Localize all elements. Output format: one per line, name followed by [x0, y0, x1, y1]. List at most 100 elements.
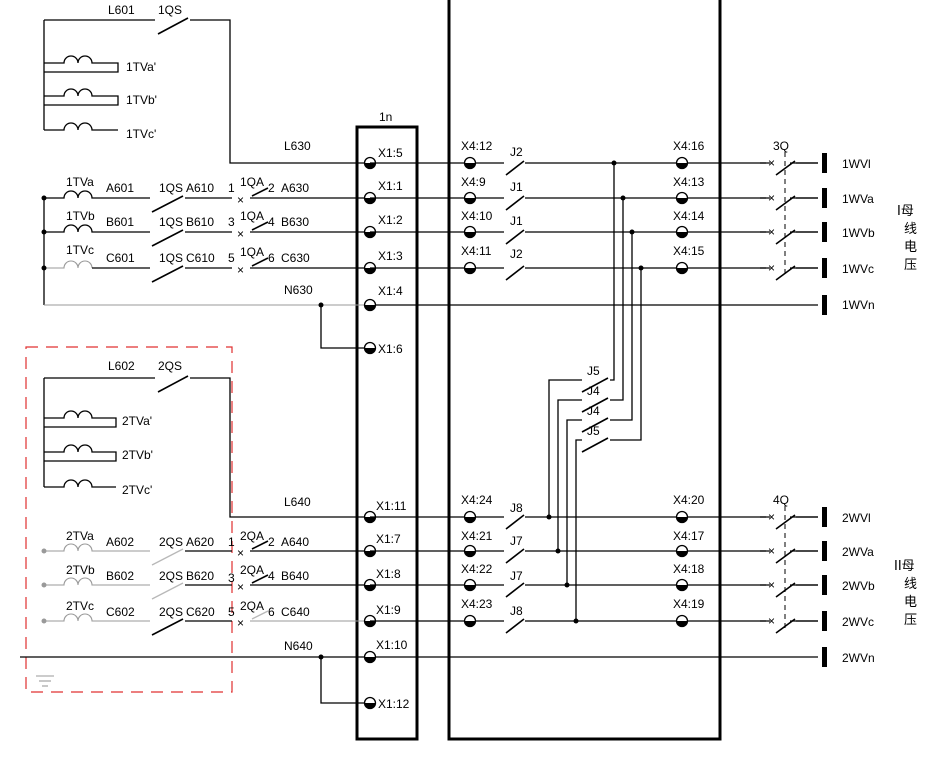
svg-text:线: 线	[904, 577, 917, 592]
bus1-b601: B601	[106, 215, 134, 229]
bus1-a601: A601	[106, 181, 134, 195]
outputs-bus1: 1WVl 1WVa 1WVb 1WVc 1WVn	[822, 153, 875, 315]
relay-top-3: J1	[510, 214, 523, 228]
bus2-qs-b: 2QS	[159, 569, 183, 583]
terminal-x1-4: X1:4	[363, 284, 403, 312]
bus2-qs-a: 2QS	[159, 535, 183, 549]
bus1-l-in-label: L601	[108, 3, 135, 17]
ground-icon	[36, 675, 54, 687]
relay-bot-1: J8	[510, 501, 523, 515]
out-2wvl: 2WVl	[842, 511, 871, 525]
svg-text:X1:1: X1:1	[378, 179, 403, 193]
terminal-x4-10: X4:10	[461, 209, 493, 239]
svg-text:X4:21: X4:21	[461, 529, 493, 543]
bus2-switch-label: 2QS	[158, 359, 182, 373]
bus2-c602: C602	[106, 605, 135, 619]
terminal-x1-8: X1:8	[363, 567, 401, 592]
relay-top-4: J2	[510, 247, 523, 261]
bus2-l-out-label: L640	[284, 495, 311, 509]
svg-text:X1:6: X1:6	[378, 342, 403, 356]
terminal-x4-9: X4:9	[461, 175, 486, 205]
relay-bot-4: J8	[510, 604, 523, 618]
bus2-qa-a: 2QA	[240, 529, 264, 543]
svg-text:X4:24: X4:24	[461, 493, 493, 507]
bus1-c601: C601	[106, 251, 135, 265]
bus1-qs-b: 1QS	[159, 215, 183, 229]
bus1-n630: N630	[284, 283, 313, 297]
breaker-4q: × × × × 4Q	[760, 493, 818, 640]
bus1-switch-label: 1QS	[158, 3, 182, 17]
svg-text:电: 电	[904, 595, 917, 610]
terminal-x4-14: X4:14	[673, 209, 705, 239]
x4-lower-terminals: X4:24 X4:21 X4:22 X4:23 X4:20 X4:17 X4:1…	[461, 493, 705, 628]
bus1-b630: B630	[281, 215, 309, 229]
terminal-x1-7: X1:7	[363, 532, 401, 558]
bus2-core-c-label: 2TVc'	[122, 483, 152, 497]
out-1wvn: 1WVn	[842, 298, 875, 312]
relay-top-2: J1	[510, 180, 523, 194]
breaker-4q-label: 4Q	[773, 493, 789, 507]
svg-text:×: ×	[768, 544, 775, 558]
bus1-tv-a: 1TVa	[66, 175, 94, 189]
bus2-core-windings: 2TVa' 2TVb' 2TVc'	[44, 410, 153, 497]
bus1-n1-c: 5	[228, 251, 235, 265]
terminal-x4-21: X4:21	[461, 529, 493, 558]
bus2-n1-c: 5	[228, 605, 235, 619]
bus1-a610: A610	[186, 181, 214, 195]
relay-mid-2: J4	[587, 384, 600, 398]
bus1-tv-b: 1TVb	[66, 209, 95, 223]
bus1-core-c-label: 1TVc'	[126, 127, 156, 141]
terminal-x4-23: X4:23	[461, 597, 493, 628]
bus2-phase-a: × 2TVa A602 2QS A620 1 2QA 2 A640	[44, 529, 370, 566]
bus2-l-in-label: L602	[108, 359, 135, 373]
bus2-b640: B640	[281, 569, 309, 583]
svg-text:X4:9: X4:9	[461, 175, 486, 189]
bus1-tv-c: 1TVc	[66, 243, 94, 257]
x1-top-terminals: X1:5 X1:1 X1:2 X1:3 X1:4 X1:6	[363, 146, 403, 356]
bus1-core-b-label: 1TVb'	[126, 93, 157, 107]
x1-bottom-terminals: X1:11 X1:7 X1:8 X1:9 X1:10 X1:12	[363, 499, 410, 711]
bus2-n640: N640	[284, 639, 313, 653]
out-1wvc: 1WVc	[842, 262, 874, 276]
terminal-x4-13: X4:13	[673, 175, 705, 205]
bus1-core-a-label: 1TVa'	[126, 60, 156, 74]
svg-text:X4:15: X4:15	[673, 244, 705, 258]
out-2wvc: 2WVc	[842, 615, 874, 629]
svg-text:X1:2: X1:2	[378, 213, 403, 227]
bus1-n1-b: 3	[228, 215, 235, 229]
svg-text:X4:14: X4:14	[673, 209, 705, 223]
svg-text:×: ×	[768, 225, 775, 239]
terminal-x4-18: X4:18	[673, 562, 705, 592]
svg-text:X4:17: X4:17	[673, 529, 705, 543]
bus1-b610: B610	[186, 215, 214, 229]
terminal-x4-24: X4:24	[461, 493, 493, 524]
bus2-n2-b: 4	[268, 569, 275, 583]
panel-upper-wires: J2 J1 J1 J2	[370, 145, 818, 281]
bus2-tv-c: 2TVc	[66, 599, 94, 613]
svg-text:×: ×	[237, 227, 244, 241]
bus2-qa-c: 2QA	[240, 599, 264, 613]
svg-text:×: ×	[768, 191, 775, 205]
bus2-feed: L602 2QS L640	[43, 359, 370, 518]
bus1-n1-a: 1	[228, 181, 235, 195]
svg-text:X1:4: X1:4	[378, 284, 403, 298]
device-label: 1n	[379, 110, 392, 124]
bus1-n2-b: 4	[268, 215, 275, 229]
svg-text:X4:13: X4:13	[673, 175, 705, 189]
panel-lower-wires: J8 J7 J7 J8	[370, 501, 818, 634]
svg-text:X1:3: X1:3	[378, 249, 403, 263]
svg-text:X4:12: X4:12	[461, 139, 493, 153]
svg-text:X1:7: X1:7	[376, 532, 401, 546]
bus1-phase-b: × 1TVb B601 1QS B610 3 1QA 4 B630	[44, 209, 370, 247]
relay-mid-4: J5	[587, 424, 600, 438]
terminal-x4-19: X4:19	[673, 597, 705, 628]
bus1-qa-c: 1QA	[240, 245, 264, 259]
bus1-qs-a: 1QS	[159, 181, 183, 195]
relay-bot-2: J7	[510, 534, 523, 548]
svg-text:II母: II母	[894, 559, 915, 574]
svg-text:X4:19: X4:19	[673, 597, 705, 611]
terminal-x1-11: X1:11	[363, 499, 407, 524]
bus2-core-a-label: 2TVa'	[122, 414, 152, 428]
bus2-tv-a: 2TVa	[66, 529, 94, 543]
